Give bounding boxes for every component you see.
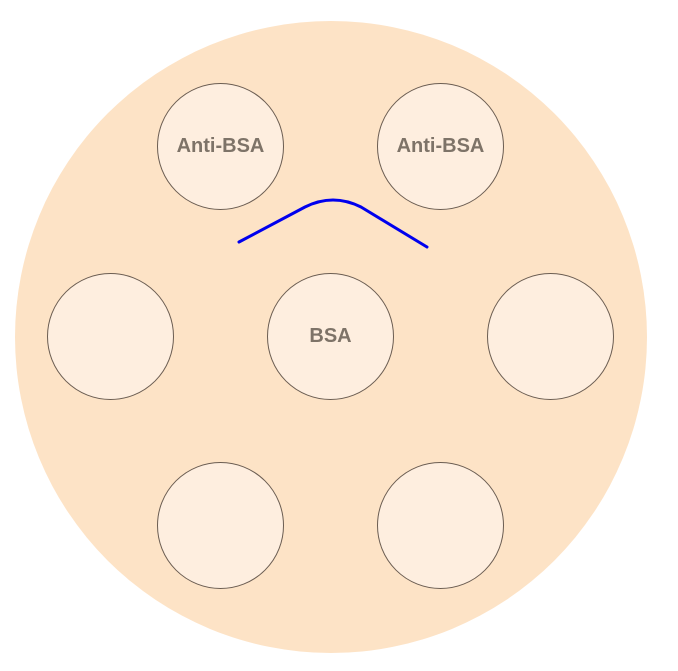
well-bottom-right [377,462,504,589]
precipitin-line [237,198,429,249]
well-top-right: Anti-BSA [377,83,504,210]
well-bottom-left [157,462,284,589]
well-center: BSA [267,273,394,400]
well-label: Anti-BSA [396,135,485,157]
well-label: BSA [309,325,352,347]
well-top-left: Anti-BSA [157,83,284,210]
well-mid-left [47,273,174,400]
well-label: Anti-BSA [176,135,265,157]
well-mid-right [487,273,614,400]
